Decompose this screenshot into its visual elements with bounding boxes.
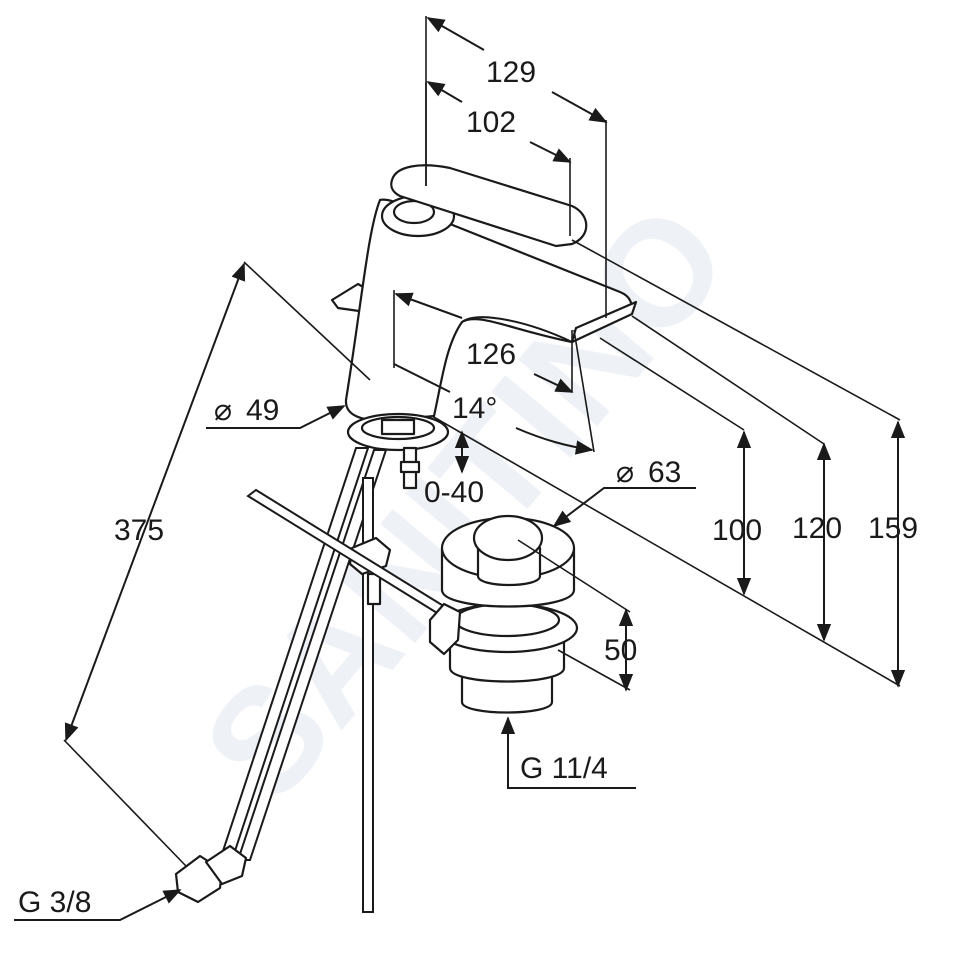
base-threads <box>380 418 416 436</box>
dim-129: 129 <box>486 56 536 89</box>
dim-dia49: 49 <box>246 394 279 427</box>
dim-hose375: 375 <box>114 514 164 547</box>
dim-126: 126 <box>466 338 516 371</box>
dim-adjust: 0-40 <box>424 476 484 509</box>
supply-hoses <box>174 447 452 913</box>
dim-h50: 50 <box>604 634 637 667</box>
dim-dia49-symbol: ⌀ <box>214 394 232 427</box>
dim-angle: 14° <box>452 392 497 425</box>
hose-fitting-right <box>204 844 248 886</box>
dim-thread-hose: G 3/8 <box>18 886 91 919</box>
dim-h100: 100 <box>712 514 762 547</box>
dim-h159: 159 <box>868 512 918 545</box>
spout-underside <box>461 316 573 343</box>
top-lever <box>390 164 588 248</box>
popup-vertical-rod <box>362 477 374 913</box>
dimension-lines <box>14 16 906 921</box>
waste-plug <box>472 514 544 562</box>
faucet-body <box>344 198 633 422</box>
waste-side-connector <box>428 602 462 656</box>
dim-dia63: 63 <box>648 456 681 489</box>
dimension-labels: 129 102 126 14° ⌀ 49 0-40 ⌀ 63 100 120 1… <box>18 56 918 919</box>
dim-h120: 120 <box>792 512 842 545</box>
waste-flange-lower-inner <box>453 602 561 638</box>
faucet-mixer <box>330 164 638 490</box>
dim-thread-waste: G 11/4 <box>520 752 608 785</box>
popup-waste <box>428 514 579 714</box>
dim-102: 102 <box>466 106 516 139</box>
dim-dia63-symbol: ⌀ <box>616 456 634 489</box>
clamp-screw <box>366 572 382 606</box>
pull-rod-nut <box>399 460 421 474</box>
